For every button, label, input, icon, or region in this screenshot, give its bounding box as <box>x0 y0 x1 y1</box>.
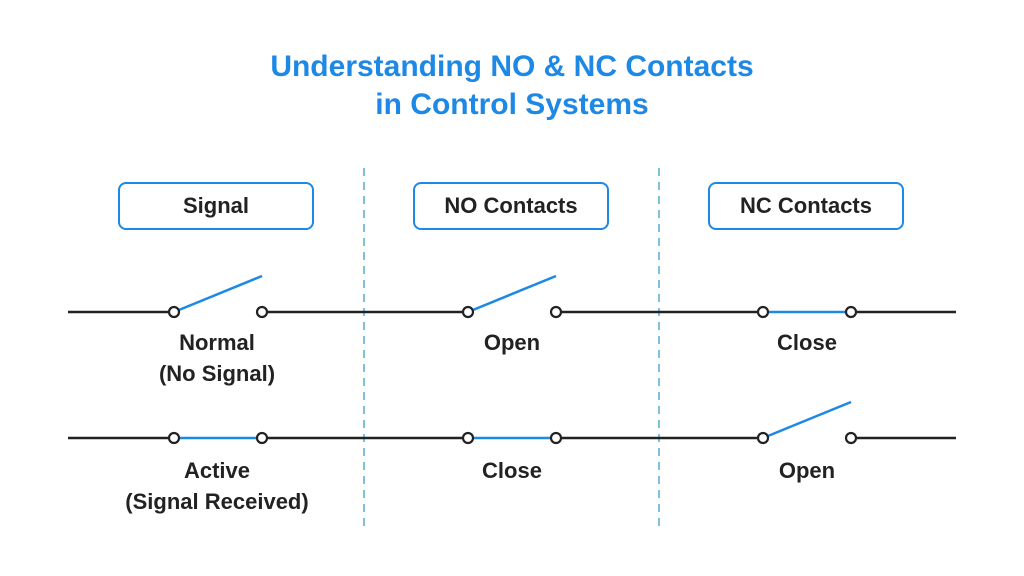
no-contacts-header-label: NO Contacts <box>444 193 578 218</box>
no-active-state-label: Close <box>482 458 542 483</box>
signal-normal-label-line2: (No Signal) <box>158 361 276 386</box>
diagram-title-line1: Understanding NO & NC Contacts <box>270 50 754 83</box>
signal-normal-label-line1: Normal <box>179 330 255 355</box>
terminal-circle <box>255 431 269 445</box>
no-contacts-header-box: NO Contacts <box>413 182 609 230</box>
terminal-circle <box>844 431 858 445</box>
signal-active-label: Active (Signal Received) <box>87 455 347 517</box>
no-contact-open-lever <box>467 274 557 314</box>
terminal-circle <box>549 431 563 445</box>
nc-contacts-header-box: NC Contacts <box>708 182 904 230</box>
signal-normal-label: Normal (No Signal) <box>87 327 347 389</box>
nc-active-state-label: Open <box>778 458 836 483</box>
terminal-circle <box>756 431 770 445</box>
terminal-circle <box>756 305 770 319</box>
terminal-circle <box>461 305 475 319</box>
diagram-title-line2: in Control Systems <box>375 88 649 121</box>
signal-header-box: Signal <box>118 182 314 230</box>
terminal-circle <box>255 305 269 319</box>
terminal-circle <box>844 305 858 319</box>
row-active-circuit <box>68 400 956 445</box>
nc-normal-state-label: Close <box>777 330 837 355</box>
terminal-circle <box>167 431 181 445</box>
signal-active-label-line2: (Signal Received) <box>125 489 309 514</box>
terminal-circle <box>461 431 475 445</box>
signal-active-label-line1: Active <box>183 458 251 483</box>
terminal-circle <box>167 305 181 319</box>
row-normal-circuit <box>68 274 956 319</box>
terminal-circle <box>549 305 563 319</box>
signal-header-label: Signal <box>182 193 249 218</box>
signal-switch-open-lever <box>173 274 263 314</box>
no-normal-state-label: Open <box>483 330 541 355</box>
nc-contacts-header-label: NC Contacts <box>739 193 872 218</box>
nc-contact-open-lever <box>762 400 852 440</box>
